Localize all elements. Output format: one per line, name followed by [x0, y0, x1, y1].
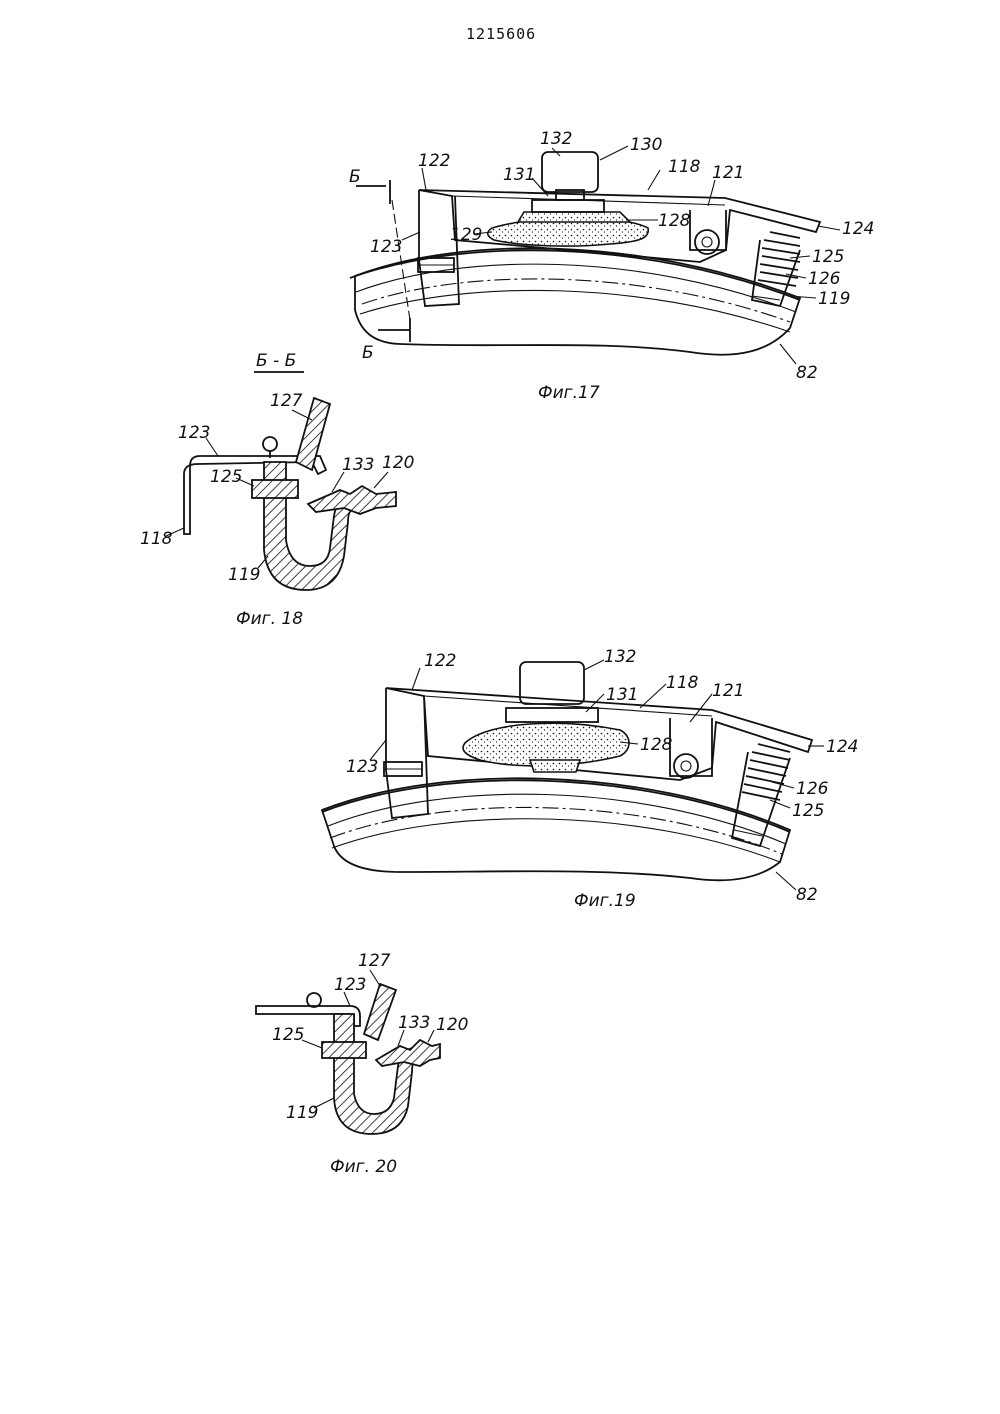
label-120: 120 [436, 1015, 468, 1035]
label-123: 123 [334, 975, 366, 995]
caption-fig20: Фиг. 20 [330, 1157, 397, 1177]
label-125: 125 [272, 1025, 304, 1045]
label-118: 118 [668, 157, 701, 177]
patent-number: 1215606 [466, 25, 536, 43]
figure-20: 127 123 133 120 125 119 Фиг. 20 [256, 951, 468, 1177]
label-120: 120 [382, 453, 414, 473]
label-121: 121 [712, 681, 744, 701]
label-125: 125 [210, 467, 242, 487]
label-123: 123 [346, 757, 378, 777]
section-line-bottom [378, 318, 410, 342]
caption-fig17: Фиг.17 [538, 383, 600, 403]
label-119: 119 [818, 289, 850, 309]
label-133: 133 [342, 455, 374, 475]
label-131: 131 [503, 165, 535, 185]
label-123: 123 [178, 423, 210, 443]
figure-19: 122 132 118 131 121 128 124 123 126 125 … [322, 647, 858, 911]
caption-fig19: Фиг.19 [574, 891, 636, 911]
hinge-pin [681, 761, 691, 771]
label-118: 118 [140, 529, 173, 549]
roller-125 [322, 1042, 366, 1058]
caption-fig18: Фиг. 18 [236, 609, 303, 629]
left-bracket [386, 688, 428, 818]
hinge-pin [702, 237, 712, 247]
pivot-pin [307, 993, 321, 1007]
guide-rail-lower [332, 819, 780, 862]
label-123: 123 [370, 237, 402, 257]
label-132: 132 [540, 129, 572, 149]
hub-131 [506, 708, 598, 722]
section-title-bb: Б - Б [256, 351, 296, 371]
label-132: 132 [604, 647, 636, 667]
label-127: 127 [358, 951, 391, 971]
label-131: 131 [606, 685, 638, 705]
label-122: 122 [418, 151, 450, 171]
grinding-wheel-128 [518, 212, 630, 222]
label-118: 118 [666, 673, 699, 693]
label-119: 119 [228, 565, 260, 585]
roller-125 [252, 480, 298, 498]
label-122: 122 [424, 651, 456, 671]
label-127: 127 [270, 391, 303, 411]
pivot-pin [263, 437, 277, 451]
fig19-leaders [370, 660, 824, 890]
label-129: 129 [450, 225, 482, 245]
spring-125-126 [732, 744, 790, 846]
label-133: 133 [398, 1013, 430, 1033]
label-124: 124 [826, 737, 858, 757]
label-130: 130 [630, 135, 662, 155]
guide-rail-centerline [362, 279, 790, 322]
figure-17: Б Б 132 130 118 122 131 121 124 128 129 … [349, 129, 874, 403]
grinding-wheel-lower [530, 760, 580, 772]
section-mark-bottom: Б [362, 343, 374, 363]
label-82: 82 [796, 885, 818, 905]
fig20-leaders [302, 970, 434, 1108]
label-128: 128 [640, 735, 673, 755]
label-125: 125 [812, 247, 844, 267]
label-125: 125 [792, 801, 824, 821]
motor-132 [542, 152, 598, 192]
profile-120 [308, 486, 396, 514]
label-126: 126 [796, 779, 829, 799]
section-mark-top: Б [349, 167, 361, 187]
figure-18: Б - Б 127 123 133 120 125 118 119 Фиг. 1… [140, 351, 414, 629]
profile-120 [376, 1040, 440, 1066]
label-82: 82 [796, 363, 818, 383]
label-126: 126 [808, 269, 841, 289]
label-119: 119 [286, 1103, 318, 1123]
arm-127 [364, 984, 396, 1040]
label-124: 124 [842, 219, 874, 239]
workpiece-82 [355, 248, 800, 354]
section-line-top [356, 180, 390, 204]
workpiece-82 [322, 778, 790, 880]
hub-131 [532, 200, 604, 212]
label-121: 121 [712, 163, 744, 183]
hinge-121 [674, 754, 698, 778]
frame-inner-edge [424, 696, 712, 716]
label-128: 128 [658, 211, 691, 231]
